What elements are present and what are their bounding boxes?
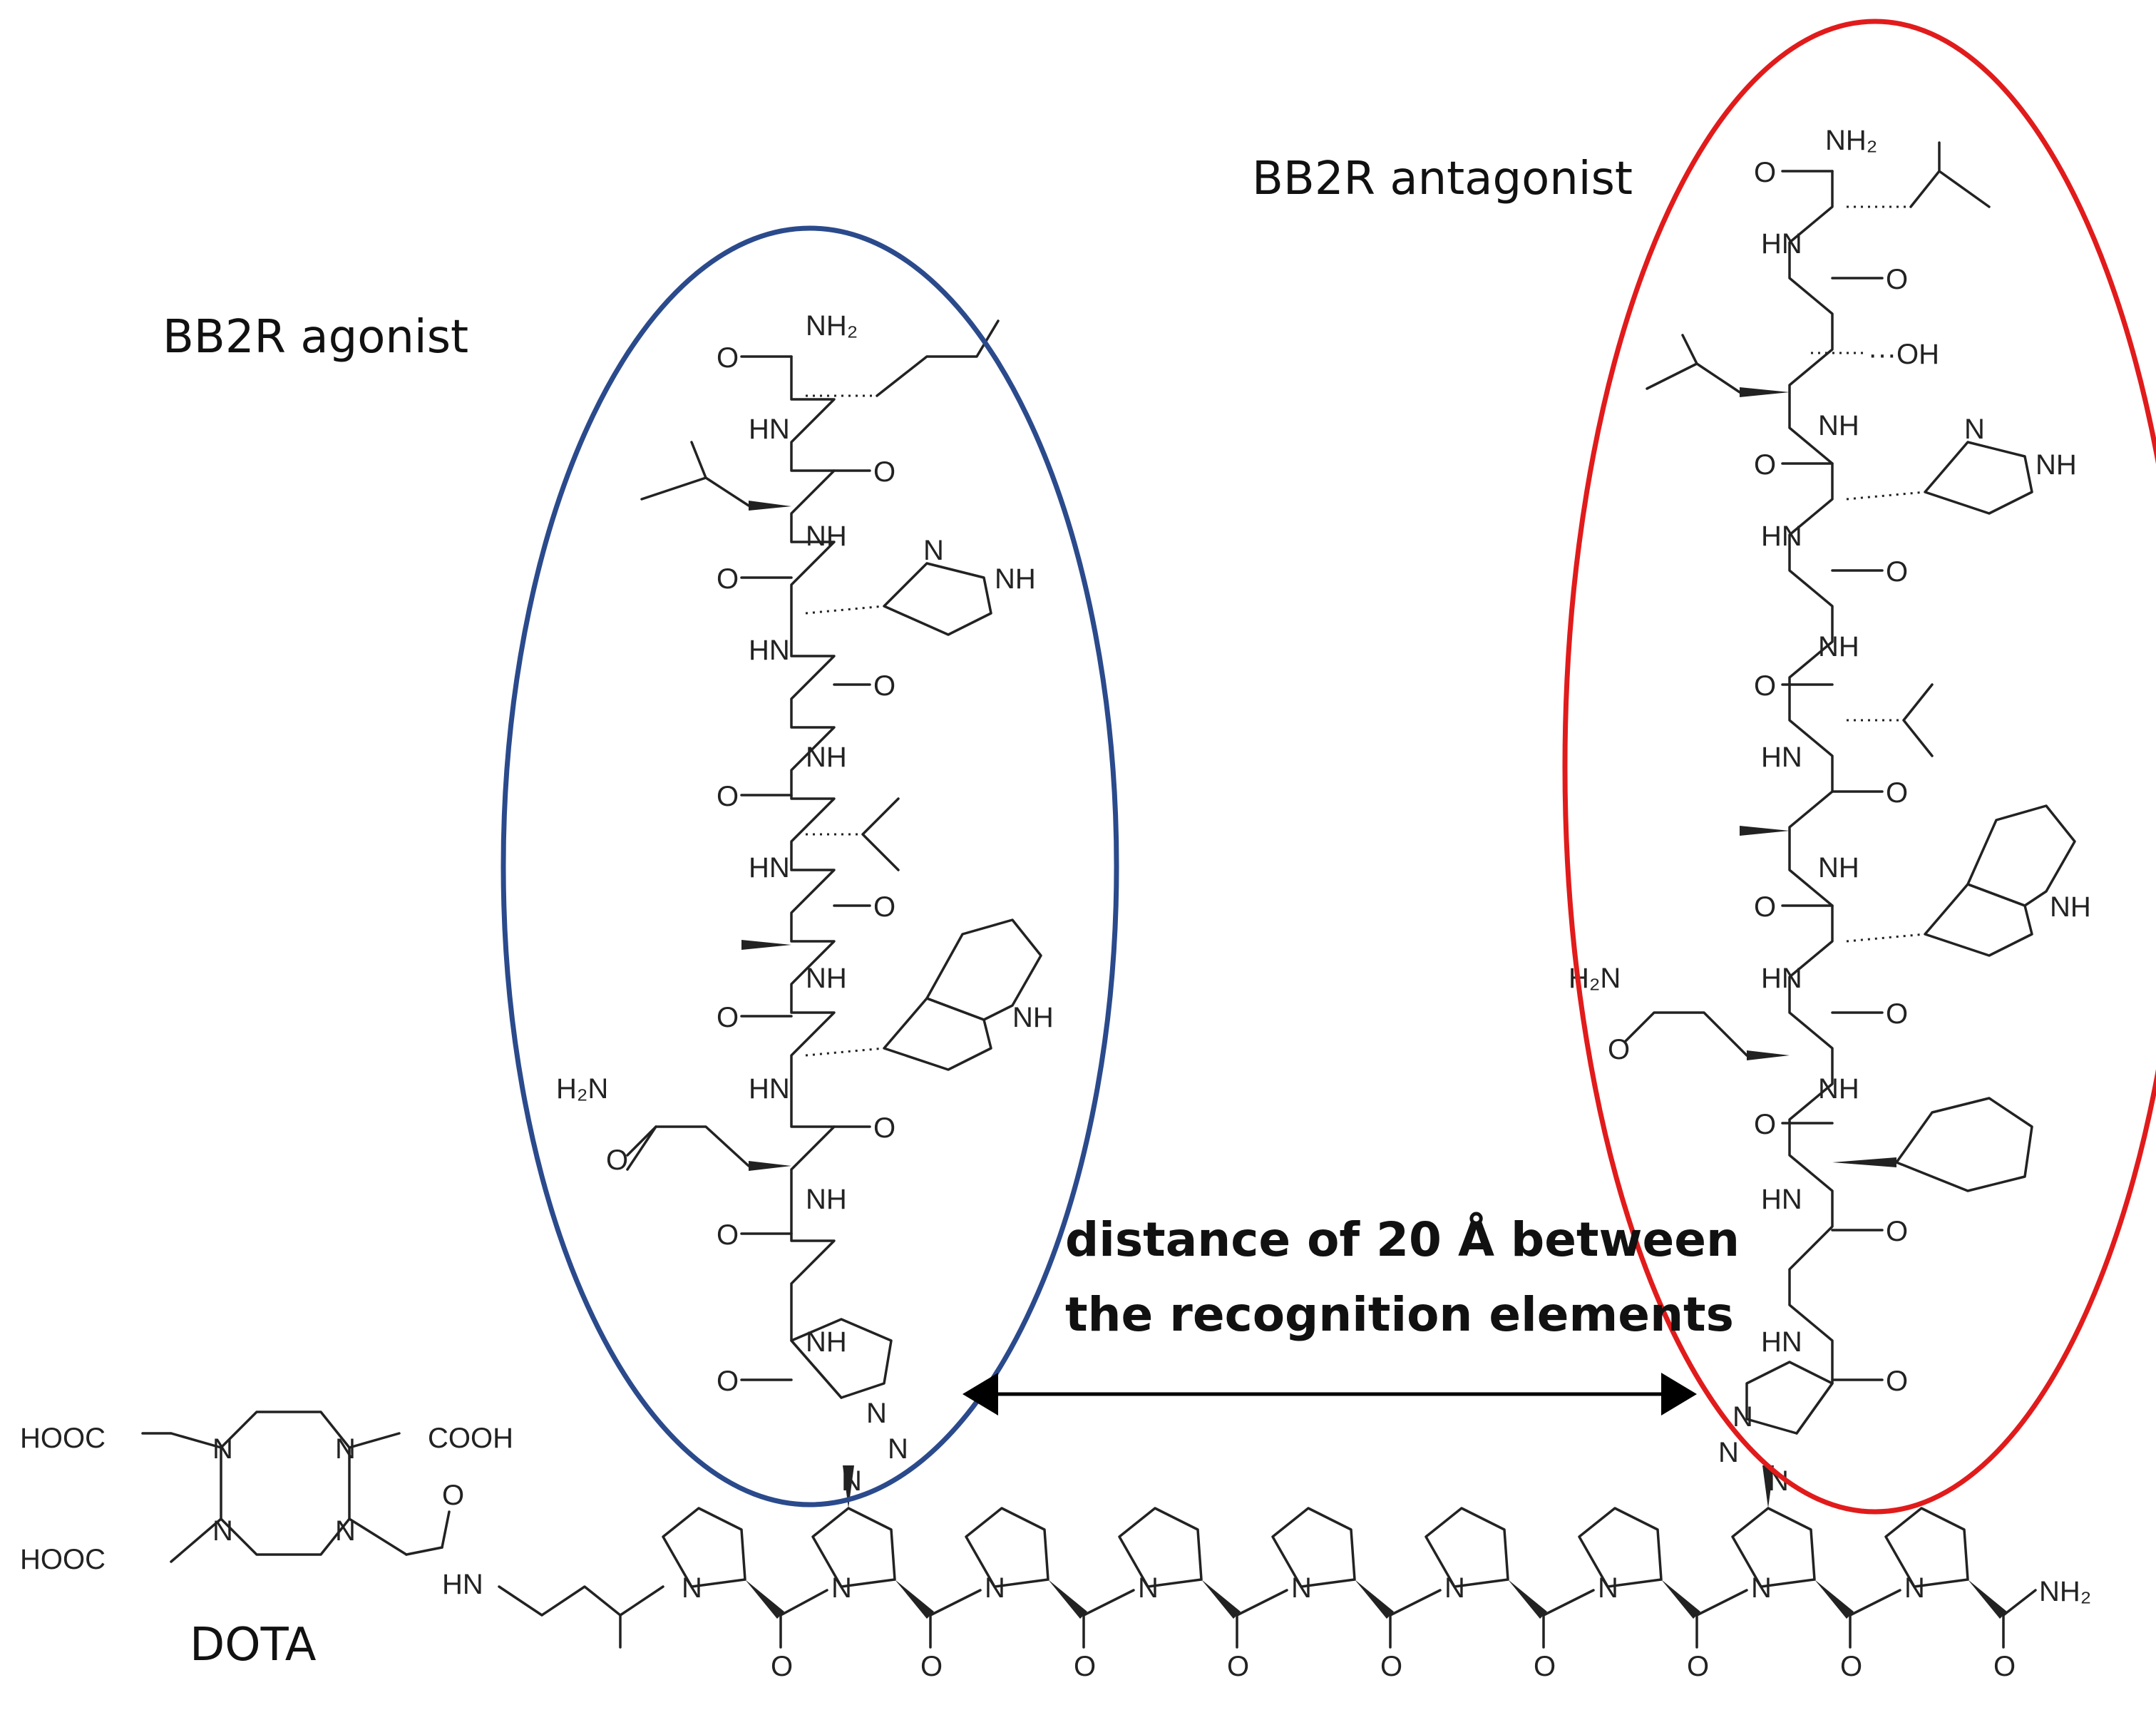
svg-text:O: O [1687, 1651, 1709, 1682]
svg-text:HN: HN [749, 1073, 790, 1105]
dota-label: DOTA [190, 1619, 317, 1672]
svg-text:NH: NH [1818, 631, 1859, 662]
svg-text:O: O [1886, 777, 1908, 809]
svg-text:COOH: COOH [428, 1423, 513, 1454]
svg-text:HN: HN [1761, 228, 1802, 260]
distance-label-line2: the recognition elements [1065, 1287, 1734, 1342]
svg-text:O: O [442, 1480, 464, 1511]
svg-text:NH: NH [1818, 1073, 1859, 1105]
svg-text:NH: NH [1818, 410, 1859, 441]
svg-text:O: O [771, 1651, 793, 1682]
c-terminal-amide-label: NH₂ [2039, 1576, 2091, 1607]
svg-text:N: N [1291, 1572, 1312, 1604]
svg-text:O: O [1754, 1109, 1776, 1140]
svg-text:O: O [717, 1366, 739, 1397]
svg-text:O: O [717, 563, 739, 595]
svg-text:N: N [1964, 414, 1985, 445]
svg-text:O: O [1534, 1651, 1556, 1682]
svg-text:HN: HN [749, 414, 790, 445]
svg-text:N: N [1732, 1401, 1753, 1433]
double-headed-arrow-icon [962, 1373, 1697, 1415]
svg-text:NH: NH [806, 963, 847, 994]
svg-text:N: N [682, 1572, 702, 1604]
svg-text:N: N [335, 1433, 356, 1465]
distance-label-line1: distance of 20 Å between [1065, 1212, 1740, 1267]
svg-text:N: N [831, 1572, 852, 1604]
svg-text:O: O [1380, 1651, 1402, 1682]
svg-text:HOOC: HOOC [20, 1423, 106, 1454]
svg-text:HN: HN [1761, 742, 1802, 773]
svg-text:O: O [1886, 556, 1908, 588]
antagonist-recognition-ellipse [1562, 19, 2156, 1515]
svg-text:N: N [923, 535, 944, 566]
svg-text:HN: HN [1761, 963, 1802, 994]
svg-text:N: N [335, 1515, 356, 1547]
agonist-peptide-structure: NH₂ O HN O NH O N NH HN O NH O HN O NH O… [556, 310, 1054, 1497]
svg-text:HN: HN [749, 852, 790, 884]
svg-text:NH: NH [2036, 449, 2077, 481]
svg-text:N: N [866, 1398, 887, 1429]
svg-text:H₂N: H₂N [556, 1073, 608, 1105]
svg-text:O: O [717, 342, 739, 374]
svg-text:O: O [1754, 449, 1776, 481]
svg-text:O: O [920, 1651, 943, 1682]
svg-text:HN: HN [442, 1569, 483, 1600]
svg-text:HN: HN [1761, 1326, 1802, 1358]
svg-text:N: N [1751, 1572, 1772, 1604]
svg-text:NH: NH [806, 521, 847, 552]
agonist-label: BB2R agonist [163, 311, 469, 364]
svg-text:O: O [1993, 1651, 2016, 1682]
svg-text:O: O [1608, 1034, 1630, 1065]
svg-text:N: N [212, 1433, 233, 1465]
dota-chelator-structure: HOOC HOOC COOH N N N N O HN [20, 1411, 513, 1600]
svg-text:NH: NH [995, 563, 1036, 595]
svg-text:O: O [1886, 998, 1908, 1030]
svg-text:NH: NH [806, 1184, 847, 1215]
svg-text:NH: NH [1818, 852, 1859, 884]
nh2-atom-label: NH₂ [806, 310, 858, 342]
svg-text:N: N [1138, 1572, 1159, 1604]
svg-text:N: N [1444, 1572, 1465, 1604]
hydroxyl-label: ···OH [1868, 339, 1939, 370]
svg-text:O: O [873, 456, 895, 488]
svg-text:O: O [606, 1145, 628, 1176]
svg-text:N: N [985, 1572, 1005, 1604]
svg-text:N: N [1598, 1572, 1618, 1604]
svg-text:O: O [1886, 1216, 1908, 1247]
svg-text:N: N [1904, 1572, 1925, 1604]
svg-text:O: O [1074, 1651, 1096, 1682]
svg-text:O: O [717, 781, 739, 812]
svg-text:NH: NH [1012, 1002, 1054, 1033]
svg-text:O: O [873, 891, 895, 923]
svg-text:NH: NH [806, 1326, 847, 1358]
agonist-recognition-ellipse [500, 225, 1119, 1507]
svg-text:O: O [1840, 1651, 1862, 1682]
svg-text:O: O [1754, 670, 1776, 702]
svg-text:O: O [717, 1002, 739, 1033]
svg-text:O: O [873, 670, 895, 702]
svg-text:HN: HN [1761, 1184, 1802, 1215]
svg-text:O: O [1754, 891, 1776, 923]
svg-text:N: N [1718, 1437, 1739, 1468]
svg-text:O: O [1754, 157, 1776, 188]
antagonist-label: BB2R antagonist [1252, 153, 1633, 205]
svg-text:NH₂: NH₂ [1825, 125, 1877, 156]
svg-text:O: O [717, 1219, 739, 1251]
svg-text:O: O [873, 1112, 895, 1144]
svg-text:HN: HN [1761, 521, 1802, 552]
antagonist-peptide-structure: NH₂ O HN O ···OH NH O N NH HN O NH O HN … [1569, 125, 2091, 1497]
svg-text:HOOC: HOOC [20, 1544, 106, 1575]
svg-text:NH: NH [2050, 891, 2091, 923]
svg-text:NH: NH [806, 742, 847, 773]
svg-text:O: O [1886, 264, 1908, 295]
svg-text:O: O [1886, 1366, 1908, 1397]
svg-text:O: O [1227, 1651, 1249, 1682]
proline-backbone-structure: N O N O N O N O N O N O N O N O N O [498, 1465, 2037, 1682]
svg-text:N: N [212, 1515, 233, 1547]
svg-text:HN: HN [749, 635, 790, 666]
svg-text:N: N [888, 1433, 908, 1465]
